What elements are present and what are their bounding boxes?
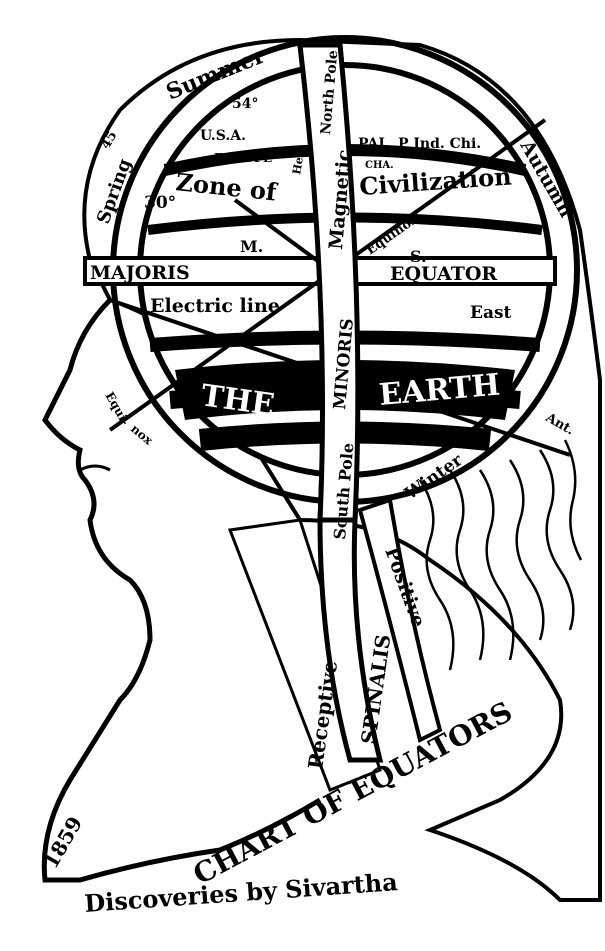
- credit-text: Discoveries by Sivartha: [83, 867, 398, 918]
- label-54: 54°: [232, 96, 258, 112]
- label-majoris: MAJORIS: [90, 262, 190, 284]
- label-30: 30°: [144, 193, 176, 213]
- face-profile: [41, 298, 322, 883]
- label-pal: PAL. P Ind. Chi.: [358, 136, 481, 152]
- label-cha: CHA.: [365, 160, 394, 171]
- label-s: S.: [410, 247, 427, 266]
- label-electric-line: Electric line: [150, 295, 280, 317]
- lips: [79, 464, 111, 472]
- label-usa: U.S.A.: [200, 128, 246, 144]
- label-m: M.: [240, 237, 263, 256]
- label-equi: Equi-: [102, 390, 132, 428]
- spinal-band-top: [297, 42, 361, 523]
- positive-band: [357, 497, 443, 743]
- label-hel: Hel: [290, 152, 307, 176]
- label-north-pole: North Pole: [318, 49, 341, 135]
- hair-waves: [418, 439, 583, 671]
- label-europe: EUROPE: [214, 151, 272, 165]
- label-east: East: [470, 303, 512, 323]
- label-equator: EQUATOR: [390, 263, 497, 285]
- label-nox: nox: [128, 422, 156, 449]
